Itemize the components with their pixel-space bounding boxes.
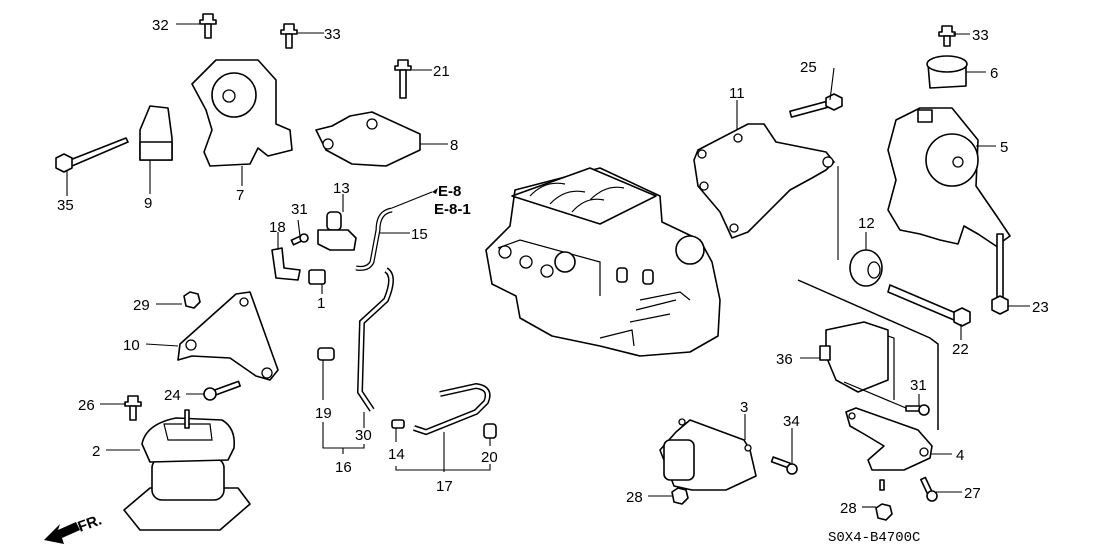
- callout-labels: 32 33 21 8 7 9 35 13 31 18 1 15 E-8 E-8-…: [57, 17, 1049, 546]
- arrow-left-icon: [44, 522, 80, 544]
- stopper-bracket-9: [139, 105, 173, 161]
- cross-ref-e8: E-8: [438, 183, 461, 200]
- callout-31b: 31: [910, 377, 927, 394]
- callout-13: 13: [333, 180, 350, 197]
- callout-26: 26: [78, 397, 95, 414]
- callout-5: 5: [1000, 139, 1008, 156]
- arrow-head-icon: [432, 188, 438, 194]
- hose-clip-19: [317, 347, 335, 361]
- callout-3: 3: [740, 399, 748, 416]
- callout-18: 18: [269, 219, 286, 236]
- bolt-23: [991, 233, 1009, 315]
- callout-16: 16: [335, 459, 352, 476]
- long-bolt-21: [887, 284, 971, 327]
- stopper-6: [926, 55, 968, 89]
- bolt-32: [938, 25, 956, 47]
- divider-line: [797, 279, 939, 430]
- callout-27: 27: [964, 485, 981, 502]
- callout-36: 36: [776, 351, 793, 368]
- callout-10: 10: [123, 337, 140, 354]
- side-mount-bracket-11: [693, 123, 835, 239]
- callout-4: 4: [956, 447, 964, 464]
- callout-34: 34: [783, 413, 800, 430]
- bolt-33b: [280, 23, 298, 49]
- callout-1: 1: [317, 295, 325, 312]
- callout-7: 7: [236, 187, 244, 204]
- callout-22: 21: [433, 63, 450, 80]
- callout-2: 2: [92, 443, 100, 460]
- front-direction-arrow: [44, 522, 80, 544]
- rear-mount-bracket-10: [177, 291, 279, 381]
- valve-bracket-18: [271, 247, 301, 281]
- actuator-unit-36: [819, 321, 907, 409]
- callout-14: 14: [388, 446, 405, 463]
- long-bolt-35: [55, 137, 129, 173]
- callout-23: 23: [1032, 299, 1049, 316]
- mount-bracket-4: [845, 407, 933, 491]
- engine-illustration: [485, 167, 721, 357]
- rear-engine-mount-2: [123, 409, 251, 531]
- bolt-34: [770, 456, 798, 475]
- callout-17: 17: [436, 478, 453, 495]
- leader-lines: [66, 23, 1030, 508]
- callout-9: 9: [144, 195, 152, 212]
- callout-8: 8: [450, 137, 458, 154]
- callout-30: 30: [355, 427, 372, 444]
- front-mount-bracket-8: [315, 111, 421, 167]
- callout-28a: 28: [626, 489, 643, 506]
- callout-19: 19: [315, 405, 332, 422]
- front-direction-label: FR.: [76, 512, 105, 536]
- transmission-mount-3: [659, 418, 757, 491]
- nut-29: [183, 291, 201, 309]
- hose-clip-20: [483, 423, 497, 439]
- callout-11: 11: [729, 85, 745, 102]
- callout-15: 15: [411, 226, 428, 243]
- bolt-26: [124, 395, 142, 421]
- front-engine-mount-7: [191, 59, 293, 167]
- solenoid-valve-13: [317, 211, 357, 251]
- bolt-22: [394, 59, 412, 99]
- callout-29: 29: [133, 297, 150, 314]
- nut-28a: [671, 487, 689, 505]
- bolt-27: [920, 476, 938, 502]
- vacuum-hose-30: [356, 267, 394, 412]
- rubber-bushing-12: [849, 249, 883, 287]
- callout-12: 12: [858, 215, 875, 232]
- catalog-code: S0X4-B4700C: [828, 530, 920, 546]
- callout-21: 22: [952, 341, 969, 358]
- one-way-valve-14: [391, 419, 405, 429]
- callout-6: 6: [990, 65, 998, 82]
- callout-24: 24: [164, 387, 181, 404]
- callout-25: 25: [800, 59, 817, 76]
- bolt-33a: [199, 13, 217, 39]
- vacuum-hose-17: [413, 382, 491, 436]
- bolt-24: [203, 380, 241, 401]
- cross-ref-e8-1: E-8-1: [434, 201, 471, 218]
- callout-28b: 28: [840, 500, 857, 517]
- connector-1: [308, 269, 326, 285]
- bolt-31a: [290, 233, 309, 246]
- callout-33a: 32: [152, 17, 169, 34]
- nut-28b: [875, 503, 893, 521]
- callout-32: 33: [972, 27, 989, 44]
- side-engine-mount-5: [887, 107, 1011, 247]
- callout-35: 35: [57, 197, 74, 214]
- vacuum-hose-15: [355, 207, 393, 271]
- bolt-25: [789, 93, 843, 118]
- bolt-31b: [905, 404, 930, 416]
- callout-33b: 33: [324, 26, 341, 43]
- callout-20: 20: [481, 449, 498, 466]
- callout-31a: 31: [291, 201, 308, 218]
